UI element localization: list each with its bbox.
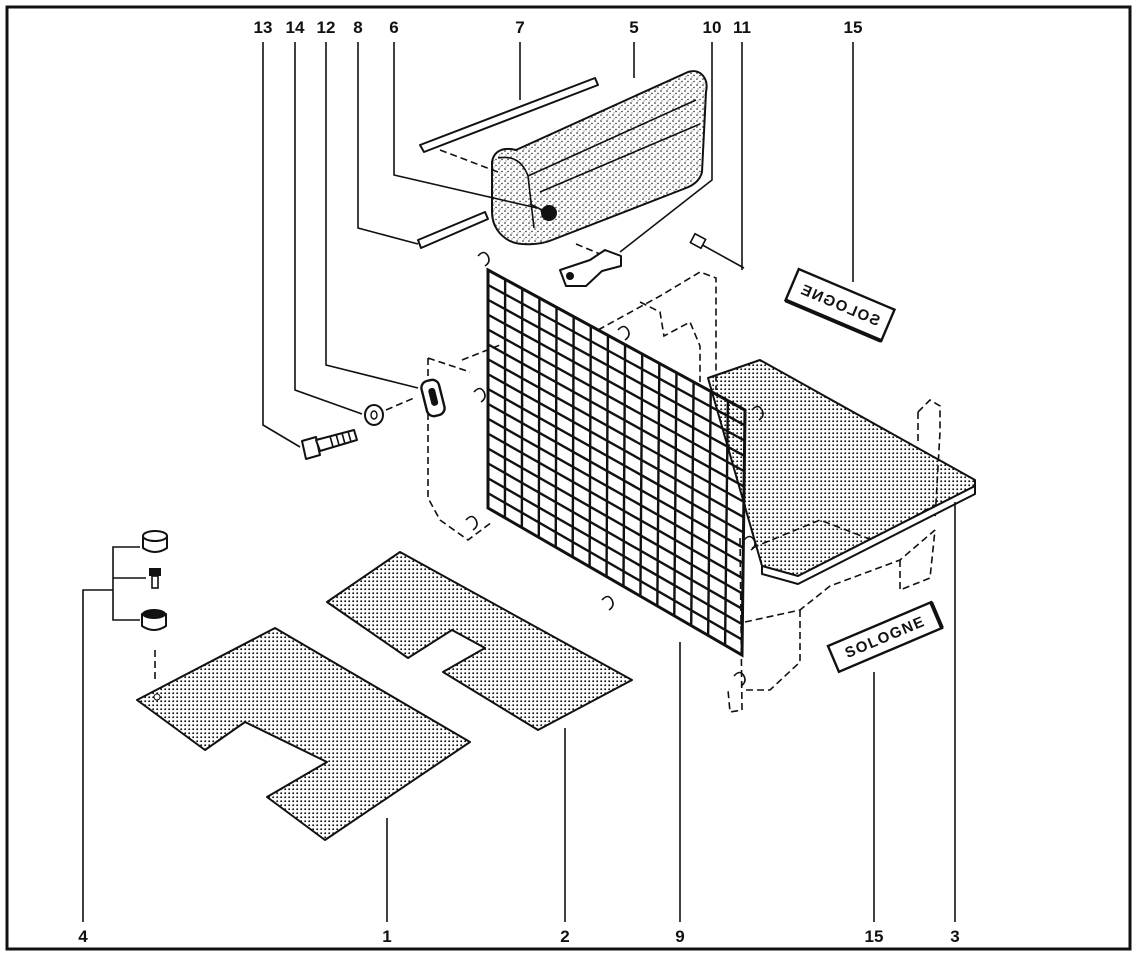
leader-knob xyxy=(393,42,538,209)
net-mesh-line xyxy=(487,283,746,427)
net-border xyxy=(486,267,747,658)
boot-floor-panel xyxy=(707,359,976,585)
net-hook xyxy=(733,671,746,687)
leader-lower-strip xyxy=(357,42,419,245)
net-mesh-line xyxy=(487,387,745,534)
net-mesh-line xyxy=(487,477,743,626)
net-hook xyxy=(473,387,486,403)
callout-knob-label: 6 xyxy=(389,18,398,37)
callout-fastener-set-label: 4 xyxy=(78,927,88,946)
callout-upper-badge-label: 15 xyxy=(844,18,863,37)
callout-upper-strip-label: 7 xyxy=(515,18,524,37)
net-hook xyxy=(743,535,756,551)
net-hook xyxy=(601,595,614,611)
callout-bolt-label: 13 xyxy=(254,18,273,37)
net-hook xyxy=(477,251,490,267)
callout-labels-bottom: 4 1 2 9 15 3 xyxy=(78,927,959,946)
callout-front-mat-label: 1 xyxy=(382,927,391,946)
bolt xyxy=(301,429,358,460)
net-mesh-line xyxy=(487,492,743,641)
lower-trim-strip xyxy=(417,211,489,249)
callout-lower-strip-label: 8 xyxy=(353,18,362,37)
fastener-grommet xyxy=(141,609,167,631)
net-hook xyxy=(465,515,478,531)
net-hook xyxy=(617,325,630,341)
net-hook xyxy=(751,405,764,421)
callout-cushion-label: 5 xyxy=(629,18,638,37)
callout-lower-badge-label: 15 xyxy=(865,927,884,946)
callout-leaders xyxy=(82,42,956,922)
net-mesh-line xyxy=(487,328,745,473)
front-floor-mat xyxy=(136,627,471,841)
net-mesh-line xyxy=(487,462,744,611)
callout-boot-floor-label: 3 xyxy=(950,927,959,946)
washer xyxy=(364,397,415,426)
net-mesh-line xyxy=(487,417,744,565)
callout-hook-label: 10 xyxy=(703,18,722,37)
locking-pin xyxy=(689,232,745,269)
net-mesh-line xyxy=(487,402,744,549)
callout-rear-mat-label: 2 xyxy=(560,927,569,946)
mat-fixing-hole xyxy=(153,693,161,701)
net-mesh-line xyxy=(487,358,745,503)
leader-bolt xyxy=(262,42,301,448)
net-mesh-line xyxy=(487,432,744,580)
rear-floor-mat xyxy=(326,551,633,731)
hook-bracket xyxy=(559,243,622,287)
callout-pin-label: 11 xyxy=(733,18,751,37)
net-mesh-line xyxy=(487,343,745,488)
callout-cargo-net-label: 9 xyxy=(675,927,684,946)
cushion-pad xyxy=(491,70,708,246)
net-mesh-line xyxy=(487,298,746,442)
net-mesh-line xyxy=(487,313,746,457)
callout-labels-top: 13 14 12 8 6 7 5 10 11 15 xyxy=(254,18,863,37)
mounting-bracket xyxy=(420,378,446,418)
leader-hook xyxy=(619,42,713,253)
upper-trim-strip xyxy=(419,77,599,153)
fastener-cap xyxy=(142,530,168,553)
net-mesh-line xyxy=(487,373,745,519)
callout-bracket-label: 12 xyxy=(317,18,336,37)
cargo-net xyxy=(465,251,764,687)
leader-washer xyxy=(294,42,363,415)
fastener-set xyxy=(141,530,168,682)
leader-fastener-bracket xyxy=(112,546,140,621)
net-mesh-line xyxy=(487,447,744,595)
leader-fastener-set xyxy=(82,589,113,922)
fastener-screw xyxy=(149,568,161,589)
leader-bracket xyxy=(325,42,419,389)
net-mesh xyxy=(487,279,746,646)
callout-washer-label: 14 xyxy=(286,18,305,37)
